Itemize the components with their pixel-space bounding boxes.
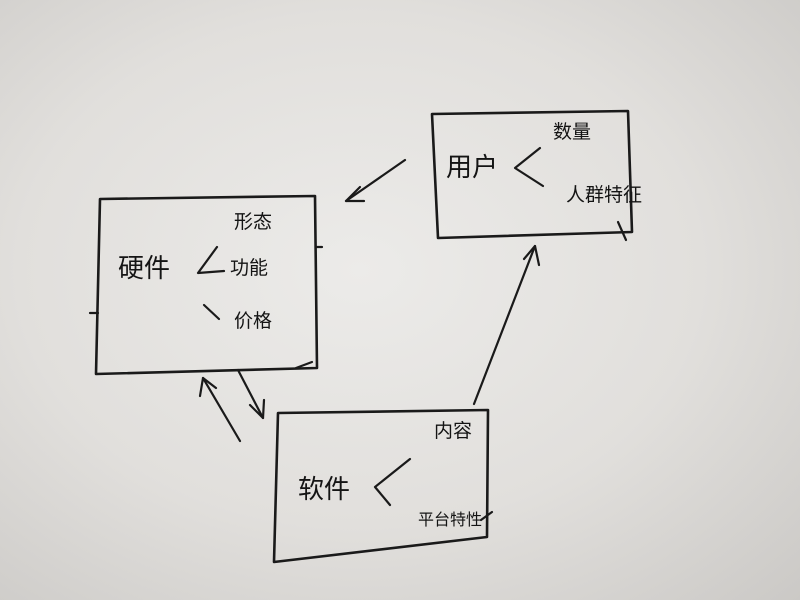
users-bracket [513, 146, 545, 188]
hardware-attribute-function: 功能 [230, 257, 269, 279]
software-bracket [373, 457, 412, 507]
hardware-attribute-form: 形态 [234, 211, 273, 233]
software-box-corner-tick [479, 510, 494, 522]
software-attribute-content: 内容 [434, 420, 473, 442]
hardware-box [94, 194, 319, 376]
arrow-hardware-to-software [236, 368, 265, 420]
arrow-software-to-users-head [522, 244, 541, 267]
hardware-lower-bracket [202, 303, 221, 321]
software-label: 软件 [298, 475, 351, 505]
hardware-label: 硬件 [118, 254, 171, 284]
users-box [430, 109, 634, 240]
arrow-software-to-hardware [201, 376, 242, 443]
users-attribute-demographics: 人群特征 [566, 184, 643, 206]
hardware-upper-bracket [196, 245, 226, 275]
users-box-corner-tick [616, 220, 628, 242]
arrow-software-to-hardware-head [198, 376, 218, 398]
software-attribute-platform: 平台特性 [418, 510, 483, 529]
arrow-users-to-hardware [344, 158, 407, 203]
arrow-hardware-to-software-head [248, 398, 266, 420]
arrow-users-to-hardware-head [344, 185, 366, 203]
users-label: 用户 [446, 153, 499, 183]
users-attribute-quantity: 数量 [553, 121, 592, 143]
hardware-attribute-price: 价格 [234, 310, 273, 332]
software-box [272, 408, 490, 564]
arrow-software-to-users [472, 244, 537, 406]
hardware-box-corner-tick [294, 360, 314, 370]
